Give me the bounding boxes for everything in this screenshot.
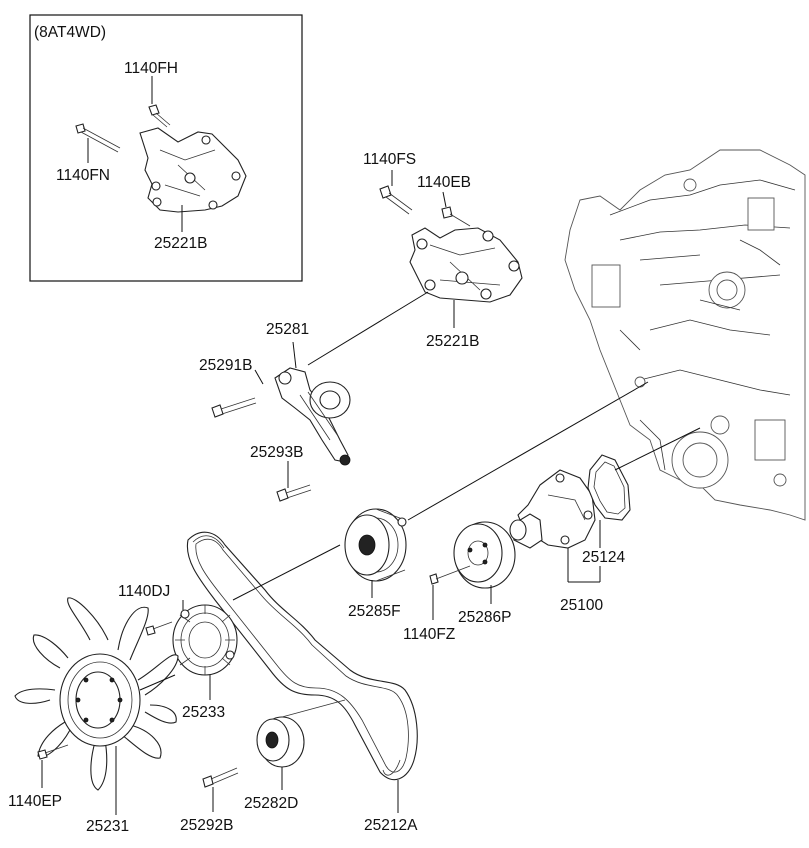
water-pump-25100-drawing	[509, 469, 596, 549]
bolt-25291b	[211, 397, 257, 418]
bolt-25293b	[276, 484, 312, 502]
gasket-25124-drawing	[587, 454, 631, 521]
inset-frame	[29, 14, 303, 282]
pulley-25286p-drawing	[453, 521, 516, 589]
label-1140eb: 1140EB	[417, 174, 471, 191]
pulley-25285f-drawing	[344, 508, 407, 582]
label-1140ep: 1140EP	[8, 793, 62, 810]
label-25233: 25233	[182, 704, 225, 721]
label-1140fs: 1140FS	[363, 151, 416, 168]
label-25221b: 25221B	[426, 333, 479, 350]
bolt-1140ep	[37, 744, 69, 760]
label-25285f: 25285F	[348, 603, 401, 620]
label-1140fh-inset: 1140FH	[124, 60, 178, 77]
bolt-25292b	[202, 767, 239, 788]
bracket-25221b-drawing	[409, 227, 523, 303]
bolt-1140fs	[379, 185, 413, 215]
label-25221b-inset: 25221B	[154, 235, 207, 252]
label-1140fz: 1140FZ	[403, 626, 455, 643]
inset-title: (8AT4WD)	[34, 24, 106, 41]
label-25292b: 25292B	[180, 817, 233, 834]
label-25100: 25100	[560, 597, 603, 614]
label-25293b: 25293B	[250, 444, 303, 461]
fan-clutch-25233-drawing	[172, 604, 238, 676]
bolt-1140dj	[145, 621, 173, 636]
pulley-25282d-drawing	[256, 699, 346, 768]
bolt-1140fn-inset	[75, 123, 121, 153]
label-25124: 25124	[582, 549, 625, 566]
label-25281: 25281	[266, 321, 309, 338]
label-25291b: 25291B	[199, 357, 252, 374]
tensioner-25281-drawing	[274, 367, 351, 466]
bolt-1140fh-inset	[148, 104, 171, 128]
cooling-fan-25231-drawing	[14, 597, 179, 791]
bolt-1140fz	[429, 565, 471, 585]
label-25231: 25231	[86, 818, 129, 835]
label-25282d: 25282D	[244, 795, 298, 812]
inset-bracket-drawing	[139, 127, 247, 213]
bolt-1140eb	[441, 206, 471, 227]
label-25212a: 25212A	[364, 817, 418, 834]
label-25286p: 25286P	[458, 609, 511, 626]
label-1140fn-inset: 1140FN	[56, 167, 110, 184]
engine-block-drawing	[564, 149, 806, 521]
label-1140dj: 1140DJ	[118, 583, 170, 600]
